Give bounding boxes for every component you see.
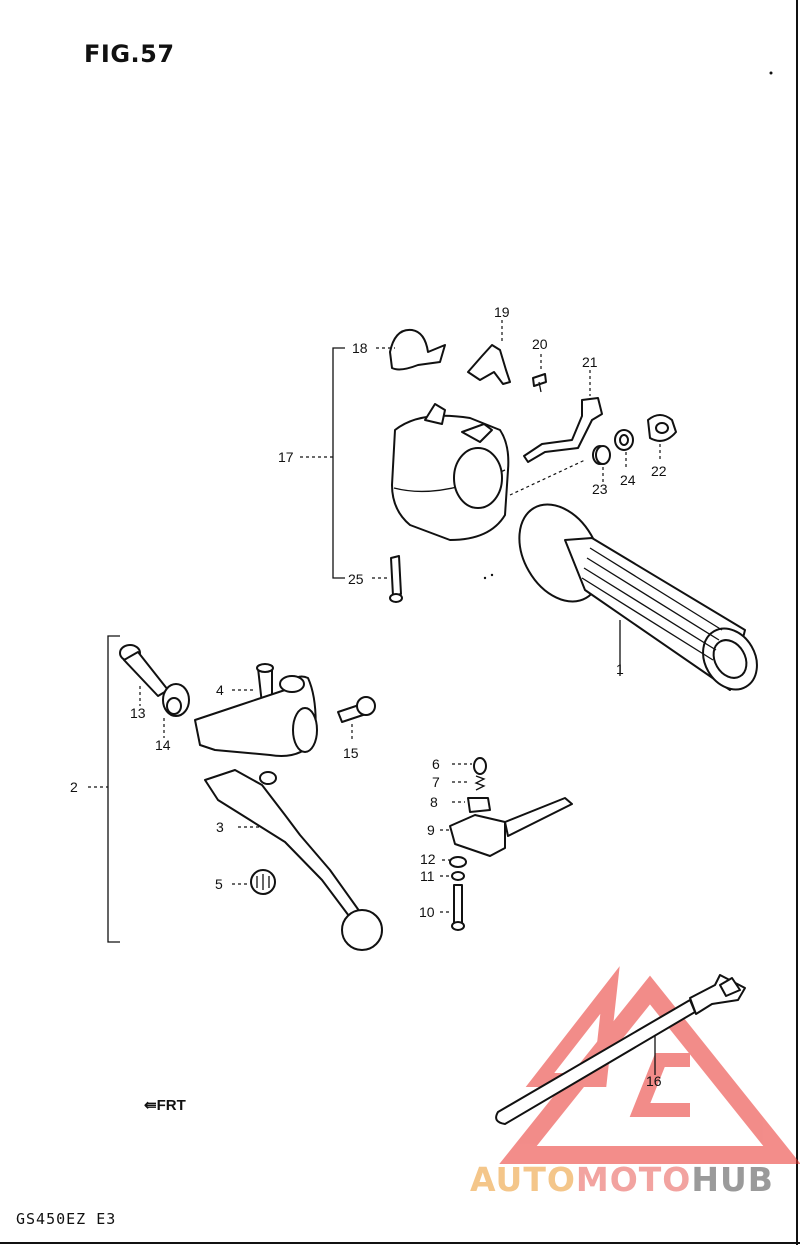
callout-24: 24 (620, 472, 636, 488)
callout-5: 5 (215, 876, 223, 892)
callout-6: 6 (432, 756, 440, 772)
callout-4: 4 (216, 682, 224, 698)
brand-part-hub: HUB (691, 1160, 774, 1199)
callout-9: 9 (427, 822, 435, 838)
part-9-switch (440, 797, 573, 857)
part-17-throttle-housing (391, 403, 586, 541)
callout-8: 8 (430, 794, 438, 810)
callout-21: 21 (582, 354, 598, 370)
callout-11: 11 (420, 868, 435, 884)
callout-18: 18 (352, 340, 368, 356)
part-18-clamp (376, 328, 446, 371)
part-15-bolt (337, 696, 376, 742)
watermark-brand: AUTOMOTOHUB (470, 1160, 774, 1199)
callout-16: 16 (646, 1073, 662, 1089)
part-23-spring (592, 445, 611, 482)
part-14-collar (162, 683, 190, 738)
bracket-2 (88, 635, 120, 943)
part-1-grip (518, 503, 758, 691)
speck (769, 71, 773, 75)
part-25-screw (372, 555, 403, 603)
callout-3: 3 (216, 819, 224, 835)
bracket-17 (300, 347, 345, 579)
part-20-screw (532, 354, 547, 393)
part-24-nut (614, 429, 634, 470)
callout-15: 15 (343, 745, 359, 761)
part-12-washer (442, 856, 467, 868)
callout-25: 25 (348, 571, 364, 587)
callout-19: 19 (494, 304, 510, 320)
callout-labels: 17 18 19 20 21 22 23 24 25 1 2 3 4 5 13 … (70, 304, 667, 1089)
brand-part-moto: MOTO (575, 1160, 692, 1199)
part-6-screw (452, 757, 487, 775)
callout-10: 10 (419, 904, 435, 920)
model-code: GS450EZ E3 (16, 1210, 117, 1228)
part-5-clip (232, 869, 276, 895)
callout-20: 20 (532, 336, 548, 352)
callout-22: 22 (651, 463, 667, 479)
part-19-guide (467, 320, 511, 385)
callout-7: 7 (432, 774, 440, 790)
part-2-lever-holder (194, 675, 318, 757)
part-3-lever (204, 769, 383, 951)
part-7-spring (452, 775, 486, 791)
part-13-bolt (119, 644, 169, 706)
part-8-plate (452, 797, 491, 813)
callout-17: 17 (278, 449, 294, 465)
callout-13: 13 (130, 705, 146, 721)
callout-14: 14 (155, 737, 171, 753)
callout-12: 12 (420, 851, 436, 867)
part-10-screw (440, 884, 465, 931)
part-22-cap (647, 414, 677, 460)
part-16-cable-tie (495, 974, 746, 1125)
part-21-arm (523, 370, 603, 463)
callout-23: 23 (592, 481, 608, 497)
callout-1: 1 (616, 661, 624, 677)
callout-2: 2 (70, 779, 78, 795)
figure-title: FIG.57 (84, 40, 175, 68)
brand-part-auto: AUTO (470, 1160, 576, 1199)
front-direction-mark: ⇚FRT (144, 1097, 186, 1114)
part-11-washer (440, 871, 465, 881)
